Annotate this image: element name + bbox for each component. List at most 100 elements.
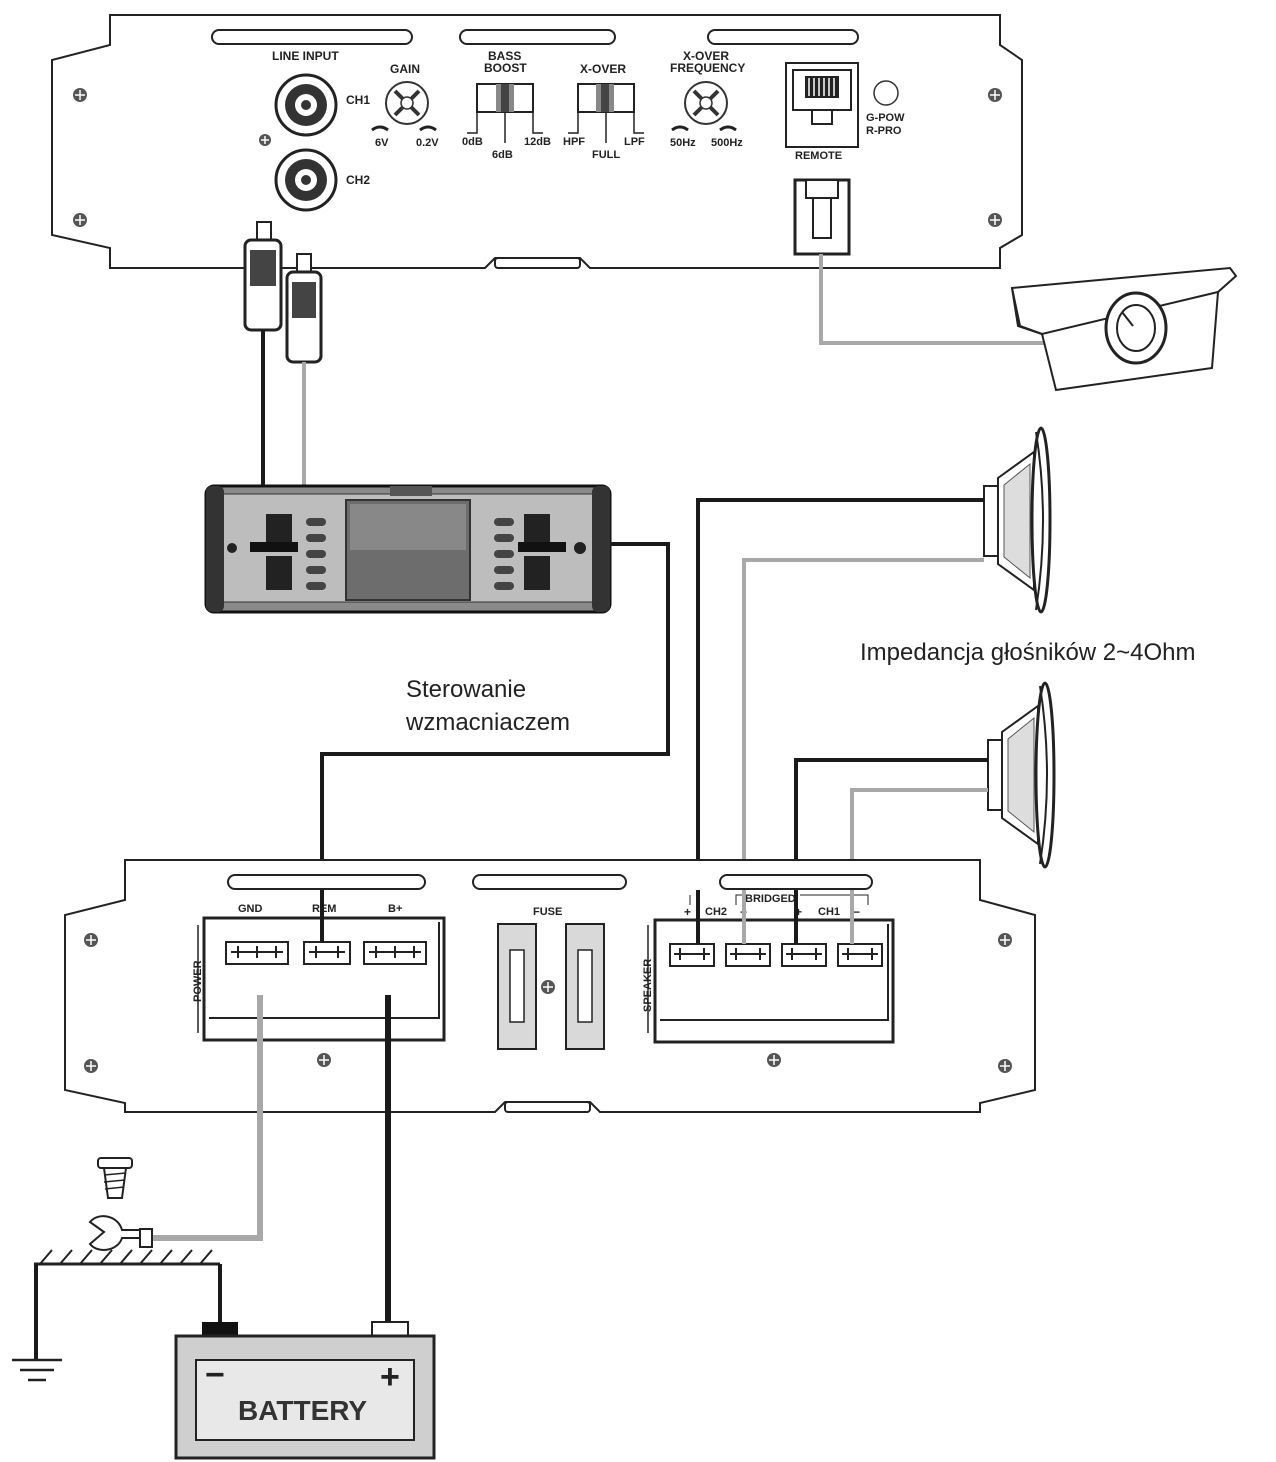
screw-icon — [84, 1059, 98, 1073]
ch1-plus-label: + — [795, 905, 802, 919]
speaker-terminal-block — [653, 918, 895, 1044]
ch1-output-label: CH1 — [818, 906, 840, 918]
xover-label: X-OVER — [580, 62, 626, 76]
protection-led-icon — [873, 80, 899, 106]
xover-switch — [568, 83, 644, 143]
ch2-input-label: CH2 — [346, 173, 370, 187]
remote-label: REMOTE — [795, 150, 842, 162]
bridged-label: BRIDGED — [745, 893, 796, 905]
screw-icon — [998, 1059, 1012, 1073]
fuse-left-icon — [497, 923, 537, 1050]
speaker-label: SPEAKER — [642, 959, 654, 1012]
chassis-ground-icon — [12, 1249, 222, 1382]
ch1-minus-label: − — [853, 905, 860, 919]
screw-icon — [317, 1053, 331, 1067]
screw-icon — [84, 933, 98, 947]
battery-icon — [174, 1321, 436, 1460]
vent-slot — [472, 874, 627, 890]
fuse-label: FUSE — [533, 906, 562, 918]
bass-6db-label: 6dB — [492, 149, 513, 161]
ring-terminal-icon — [88, 1215, 153, 1251]
bplus-terminal — [363, 941, 427, 965]
fuse-right-icon — [565, 923, 605, 1050]
vent-slot — [719, 874, 873, 890]
amp-bottom-panel: GND REM B+ POWER FUSE BRIDGED — [64, 859, 1036, 1113]
ground-wire — [148, 995, 263, 1241]
ch2-output-label: CH2 — [705, 906, 727, 918]
xover-hpf-label: HPF — [563, 136, 585, 148]
speaker-2-negative-wire — [850, 788, 988, 890]
rem-terminal — [303, 941, 351, 965]
rpro-label: R-PRO — [866, 125, 902, 137]
vent-slot — [494, 257, 581, 269]
gnd-label: GND — [238, 903, 263, 915]
screw-icon — [73, 88, 87, 102]
ch1-plus-terminal — [781, 943, 827, 967]
screw-icon — [767, 1053, 781, 1067]
xover-frequency-label-1: X-OVER — [683, 49, 729, 63]
speaker-1-negative-wire — [742, 558, 984, 890]
rca-plug-gray — [285, 253, 323, 364]
gain-min-marker — [371, 125, 389, 132]
battery-negative-label: − — [205, 1356, 225, 1394]
gnd-terminal — [225, 941, 289, 965]
vent-slot — [504, 1101, 591, 1113]
head-unit — [204, 484, 612, 614]
screw-icon — [998, 933, 1012, 947]
xover-lpf-label: LPF — [624, 136, 645, 148]
control-annotation-line1: Sterowanie — [406, 676, 526, 703]
amp-top-panel: LINE INPUT CH1 CH2 GAIN 6V 0.2V BASS BOO… — [51, 14, 1023, 269]
power-label: POWER — [192, 960, 204, 1002]
control-annotation-line2: wzmacniaczem — [405, 709, 570, 736]
bass-boost-label-2: BOOST — [484, 61, 527, 75]
screw-icon — [259, 134, 271, 146]
bass-12db-label: 12dB — [524, 136, 551, 148]
bolt-icon — [97, 1157, 133, 1199]
screw-icon — [541, 980, 555, 994]
speaker-2-positive-wire — [794, 758, 988, 890]
gain-min-label: 6V — [375, 137, 389, 149]
vent-slot — [707, 29, 859, 45]
remote-bass-knob-icon — [1010, 266, 1238, 392]
xfreq-min-marker — [671, 125, 689, 132]
ch2-plus-terminal — [669, 943, 715, 967]
gpow-label: G-POW — [866, 112, 905, 124]
rca-jack-ch2 — [274, 148, 338, 212]
xfreq-max-marker — [719, 125, 737, 132]
remote-control-wire — [320, 542, 670, 890]
screw-icon — [73, 213, 87, 227]
xfreq-min-label: 50Hz — [670, 137, 696, 149]
bplus-label: B+ — [388, 903, 402, 915]
line-input-label: LINE INPUT — [272, 49, 339, 63]
screw-icon — [988, 213, 1002, 227]
vent-slot — [459, 29, 616, 45]
bass-boost-switch — [467, 83, 543, 143]
battery-positive-label: + — [380, 1358, 400, 1396]
speaker-1-positive-wire — [696, 498, 984, 890]
speaker-1-icon — [983, 426, 1052, 614]
remote-plug — [793, 178, 851, 256]
ch2-plus-label: + — [684, 905, 691, 919]
bass-0db-label: 0dB — [462, 136, 483, 148]
ch2-minus-terminal — [725, 943, 771, 967]
rem-label: REM — [312, 903, 336, 915]
remote-cable — [819, 254, 1044, 345]
xover-full-label: FULL — [592, 149, 620, 161]
gain-max-label: 0.2V — [416, 137, 439, 149]
gain-max-marker — [419, 125, 437, 132]
remote-port — [785, 62, 859, 148]
gain-knob-icon — [385, 81, 429, 125]
screw-icon — [988, 88, 1002, 102]
gain-label: GAIN — [390, 62, 420, 76]
vent-slot — [227, 874, 426, 890]
ch1-minus-terminal — [837, 943, 883, 967]
rca-jack-ch1 — [274, 73, 338, 137]
bass-boost-label-1: BASS — [488, 49, 521, 63]
xover-frequency-knob-icon — [684, 81, 728, 125]
battery-label: BATTERY — [238, 1395, 367, 1426]
impedance-annotation: Impedancja głośników 2~4Ohm — [860, 639, 1196, 666]
vent-slot — [211, 29, 413, 45]
ch1-input-label: CH1 — [346, 93, 370, 107]
xfreq-max-label: 500Hz — [711, 137, 743, 149]
speaker-2-icon — [987, 681, 1056, 869]
